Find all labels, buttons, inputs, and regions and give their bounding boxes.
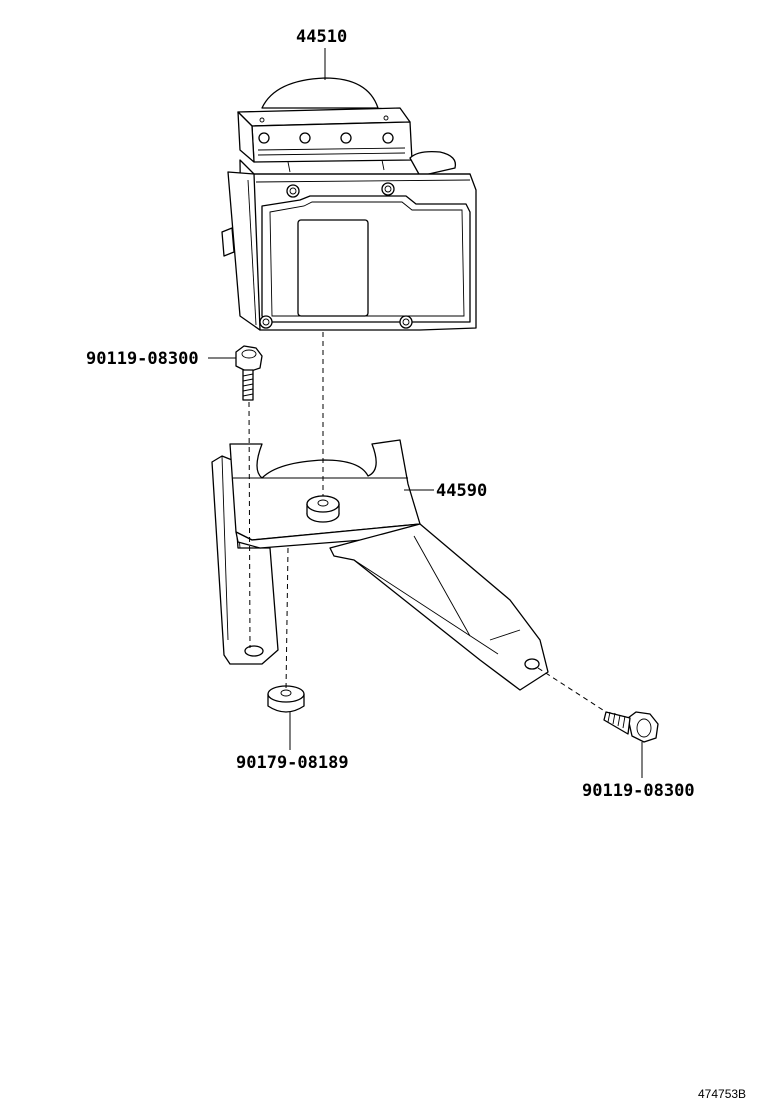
lower-cushion [267, 685, 305, 713]
label-upper-bolt: 90119-08300 [86, 349, 199, 369]
actuator-bracket [211, 439, 549, 691]
label-cushion: 90179-08189 [236, 753, 349, 773]
label-lower-bolt: 90119-08300 [582, 781, 695, 801]
lower-bolt [603, 711, 659, 743]
upper-bolt [235, 345, 263, 401]
label-44510: 44510 [296, 27, 347, 47]
assembly-lines [248, 332, 607, 713]
label-44590: 44590 [436, 481, 487, 501]
abs-actuator-assembly [221, 77, 477, 331]
reference-code: 474753B [698, 1087, 746, 1101]
leader-lines [208, 48, 643, 778]
